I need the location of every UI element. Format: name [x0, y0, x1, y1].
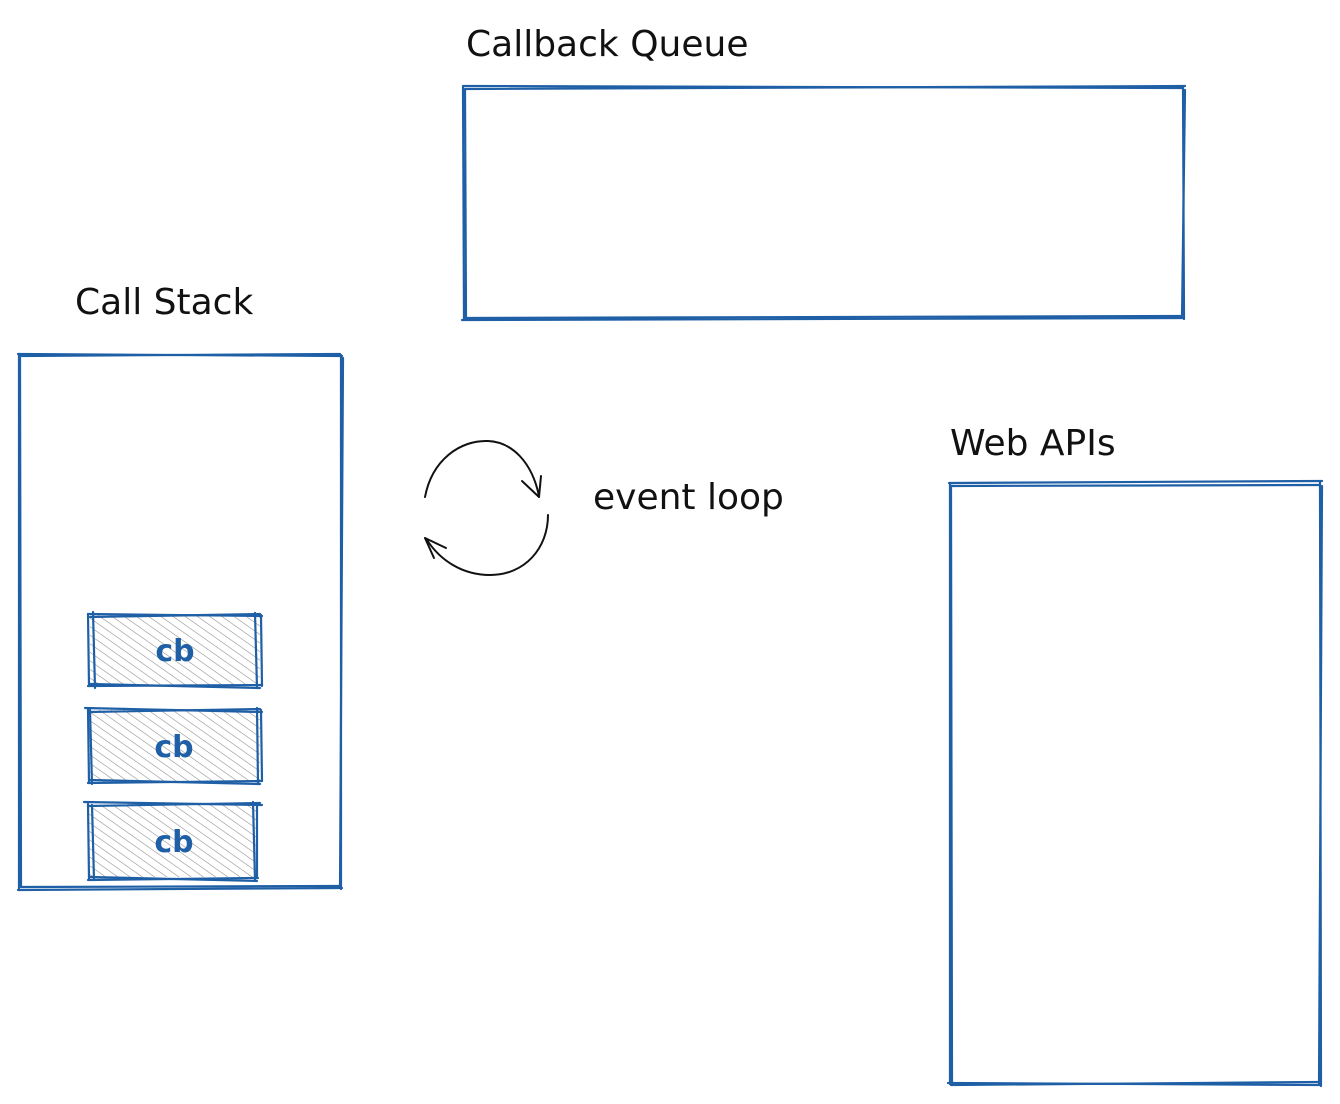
web-apis-box: [946, 479, 1324, 1088]
callback-queue-title: Callback Queue: [466, 24, 748, 65]
callback-queue-box: [460, 84, 1187, 322]
stack-frame: cb: [86, 610, 264, 690]
stack-frame: cb: [83, 706, 264, 786]
web-apis: Web APIs: [946, 423, 1324, 1088]
stack-frame-label: cb: [154, 825, 193, 860]
call-stack-title: Call Stack: [75, 282, 253, 323]
call-stack-box: [16, 352, 345, 892]
callback-queue: Callback Queue: [460, 24, 1187, 322]
event-loop-label: event loop: [593, 477, 784, 518]
stack-frame: cb: [82, 800, 264, 883]
web-apis-title: Web APIs: [950, 423, 1116, 464]
stack-frame-label: cb: [154, 730, 193, 765]
stack-frame-label: cb: [155, 634, 194, 669]
loop-arrows-icon: [424, 439, 549, 576]
call-stack: Call Stack cb: [16, 282, 345, 892]
event-loop: event loop: [424, 439, 784, 576]
